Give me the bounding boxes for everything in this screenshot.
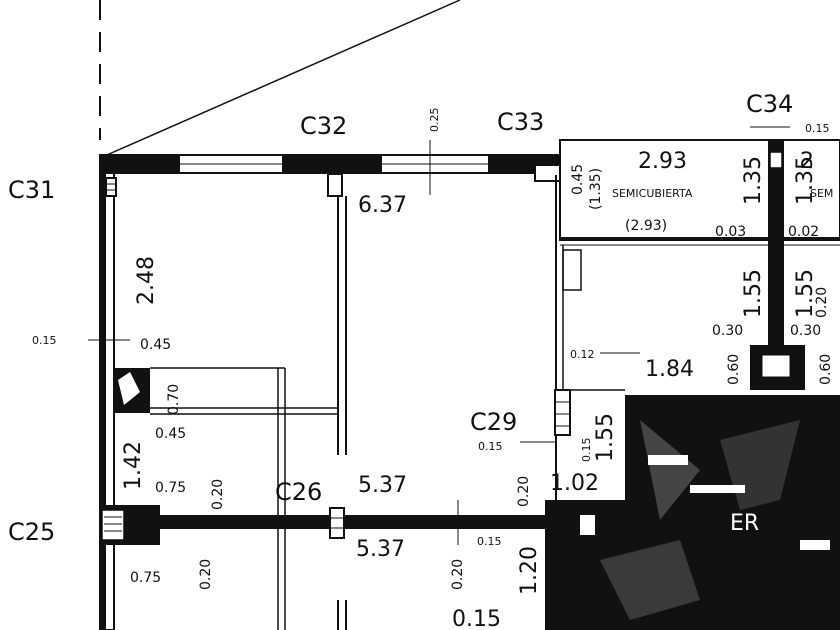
label-semicubierta-partial: SEM — [810, 187, 833, 200]
dim-1-84: 1.84 — [645, 357, 694, 382]
dim-0-75-b: 0.75 — [130, 570, 161, 586]
column-c29-marker — [554, 389, 571, 436]
dim-left-0-15: 0.15 — [32, 334, 57, 347]
column-c25-marker — [101, 509, 125, 541]
column-c31-marker — [105, 177, 117, 197]
column-c34-base-inner — [761, 354, 791, 378]
dim-mid-0-20: 0.20 — [450, 559, 466, 590]
dim-1-55-a: 1.55 — [741, 269, 766, 318]
label-c32: C32 — [300, 112, 347, 140]
semicubierta-outline — [559, 139, 840, 241]
hatch-detail — [118, 372, 140, 405]
dim-c29-0-20: 0.20 — [516, 476, 532, 507]
dim-1-55-b: 1.55 — [793, 269, 818, 318]
dim-0-20-b: 0.20 — [198, 559, 214, 590]
label-semicubierta: SEMICUBIERTA — [612, 187, 693, 200]
column-c32-marker — [327, 173, 343, 197]
dim-top-0-15: 0.15 — [805, 122, 830, 135]
dim-1-55-c: 1.55 — [593, 413, 618, 462]
dim-1-20: 1.20 — [517, 546, 542, 595]
column-c26-marker — [329, 507, 345, 539]
dim-0-45-top: 0.45 — [570, 164, 586, 195]
dim-1-35-b: 1.35 — [793, 156, 818, 205]
dim-0-45-a: 0.45 — [140, 337, 171, 353]
label-c34: C34 — [746, 90, 793, 118]
dim-2-93: 2.93 — [638, 149, 687, 174]
dim-6-37: 6.37 — [358, 193, 407, 218]
wall-segment-left — [100, 155, 180, 173]
dim-1-35-paren: (1.35) — [588, 168, 604, 210]
small-fixture — [562, 249, 582, 291]
dim-1-35-a: 1.35 — [741, 156, 766, 205]
texture-4 — [648, 455, 688, 465]
label-er-partial: ER — [730, 511, 759, 536]
column-c34-marker — [769, 151, 783, 169]
dim-bottom-0-15: 0.15 — [452, 607, 501, 630]
dim-2-93-paren: (2.93) — [625, 218, 667, 234]
dim-1-02: 1.02 — [550, 471, 599, 496]
label-c26: C26 — [275, 478, 322, 506]
dim-2-48: 2.48 — [134, 256, 159, 305]
texture-5 — [690, 485, 745, 493]
dim-0-02: 0.02 — [788, 224, 819, 240]
dim-0-25: 0.25 — [428, 108, 441, 133]
texture-1 — [640, 420, 700, 520]
label-c29: C29 — [470, 408, 517, 436]
dim-5-37-b: 5.37 — [356, 537, 405, 562]
dim-0-30-b: 0.30 — [790, 323, 821, 339]
dim-0-60-b: 0.60 — [818, 354, 834, 385]
dim-0-60-a: 0.60 — [726, 354, 742, 385]
dim-0-15-small: 0.15 — [580, 438, 593, 463]
column-c34-wall — [768, 140, 784, 350]
dim-mid-0-15: 0.15 — [477, 535, 502, 548]
label-c25: C25 — [8, 518, 55, 546]
dim-c29-0-15: 0.15 — [478, 440, 503, 453]
dim-0-70: 0.70 — [166, 384, 182, 415]
wall-segment-c32 — [282, 155, 382, 173]
dim-1-42: 1.42 — [121, 441, 146, 490]
texture-3 — [600, 540, 700, 620]
label-c31: C31 — [8, 176, 55, 204]
left-wall-fill — [100, 155, 106, 630]
dim-0-12: 0.12 — [570, 348, 595, 361]
label-c33: C33 — [497, 108, 544, 136]
dim-0-30-a: 0.30 — [712, 323, 743, 339]
dim-2-partial: 2 — [800, 149, 814, 174]
dim-0-03: 0.03 — [715, 224, 746, 240]
beam-c25-c29 — [160, 515, 550, 529]
dim-0-20-r: 0.20 — [814, 287, 830, 318]
texture-7 — [800, 540, 830, 550]
dim-0-45-b: 0.45 — [155, 426, 186, 442]
diagonal-line — [99, 0, 461, 159]
dim-0-20-a: 0.20 — [210, 479, 226, 510]
texture-6 — [580, 515, 595, 535]
dim-5-37-a: 5.37 — [358, 473, 407, 498]
dim-0-75-a: 0.75 — [155, 480, 186, 496]
